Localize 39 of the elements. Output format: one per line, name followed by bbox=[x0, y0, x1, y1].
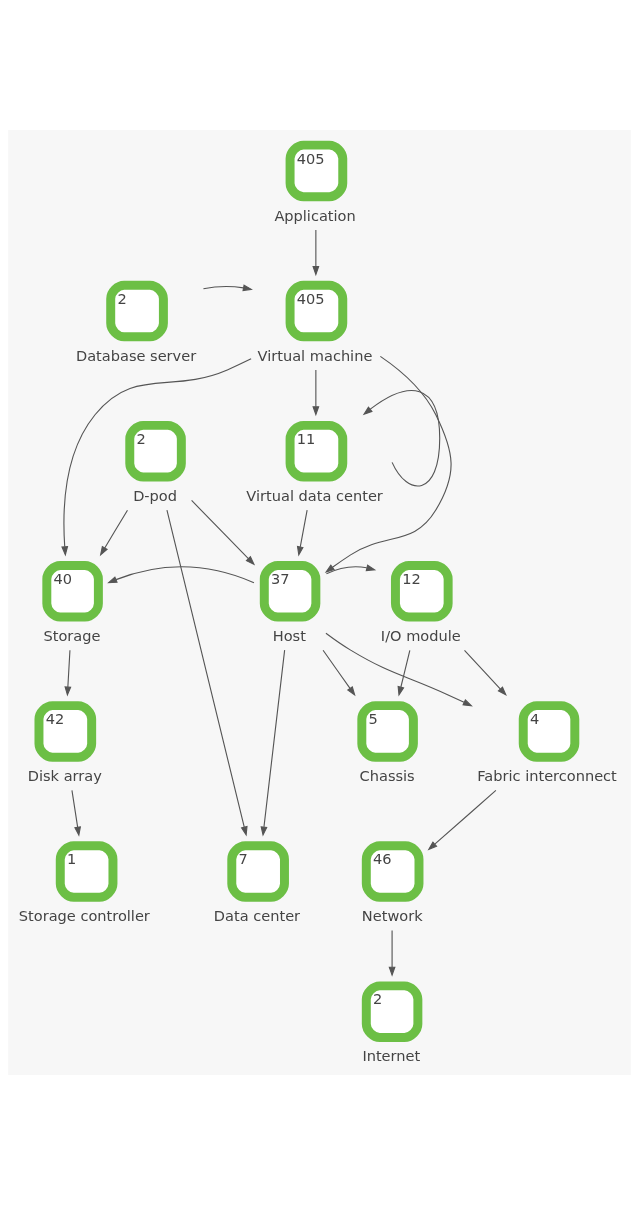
arrow bbox=[296, 509, 308, 557]
arrow bbox=[166, 509, 248, 837]
arrow bbox=[64, 649, 72, 697]
arrow bbox=[322, 649, 356, 697]
arrow bbox=[397, 649, 411, 697]
node-label: Internet bbox=[362, 1047, 421, 1065]
arrow bbox=[312, 369, 320, 417]
node-box: 5 bbox=[357, 701, 418, 762]
node-label: Database server bbox=[75, 346, 197, 364]
arrow bbox=[107, 566, 255, 584]
arrow bbox=[99, 509, 129, 557]
arrow bbox=[324, 355, 452, 574]
arrow bbox=[325, 564, 377, 575]
arrow bbox=[61, 358, 252, 557]
node-label: Data center bbox=[213, 907, 301, 925]
node-box: 40 bbox=[42, 561, 103, 622]
arrow bbox=[463, 649, 507, 697]
arrow bbox=[362, 390, 441, 487]
node-label: D-pod bbox=[133, 486, 178, 504]
node-label: Application bbox=[274, 206, 356, 224]
arrow bbox=[388, 930, 396, 977]
node-label: Host bbox=[272, 627, 306, 645]
node-box: 7 bbox=[227, 841, 289, 902]
arrow bbox=[312, 229, 320, 277]
node-label: Chassis bbox=[359, 767, 415, 785]
node-label: Storage bbox=[43, 627, 101, 645]
arrow bbox=[427, 789, 497, 851]
node-label: Network bbox=[361, 907, 423, 925]
node-label: Fabric interconnect bbox=[477, 767, 617, 785]
arrow bbox=[260, 649, 286, 837]
arrow bbox=[325, 632, 473, 707]
arrow bbox=[202, 284, 253, 292]
node-label: Disk array bbox=[27, 767, 102, 785]
node-label: I/O module bbox=[380, 627, 461, 645]
node-label: Storage controller bbox=[18, 907, 150, 925]
arrow bbox=[71, 789, 82, 837]
node-label: Virtual machine bbox=[257, 346, 373, 364]
node-label: Virtual data center bbox=[246, 486, 383, 504]
arrow bbox=[191, 499, 256, 566]
